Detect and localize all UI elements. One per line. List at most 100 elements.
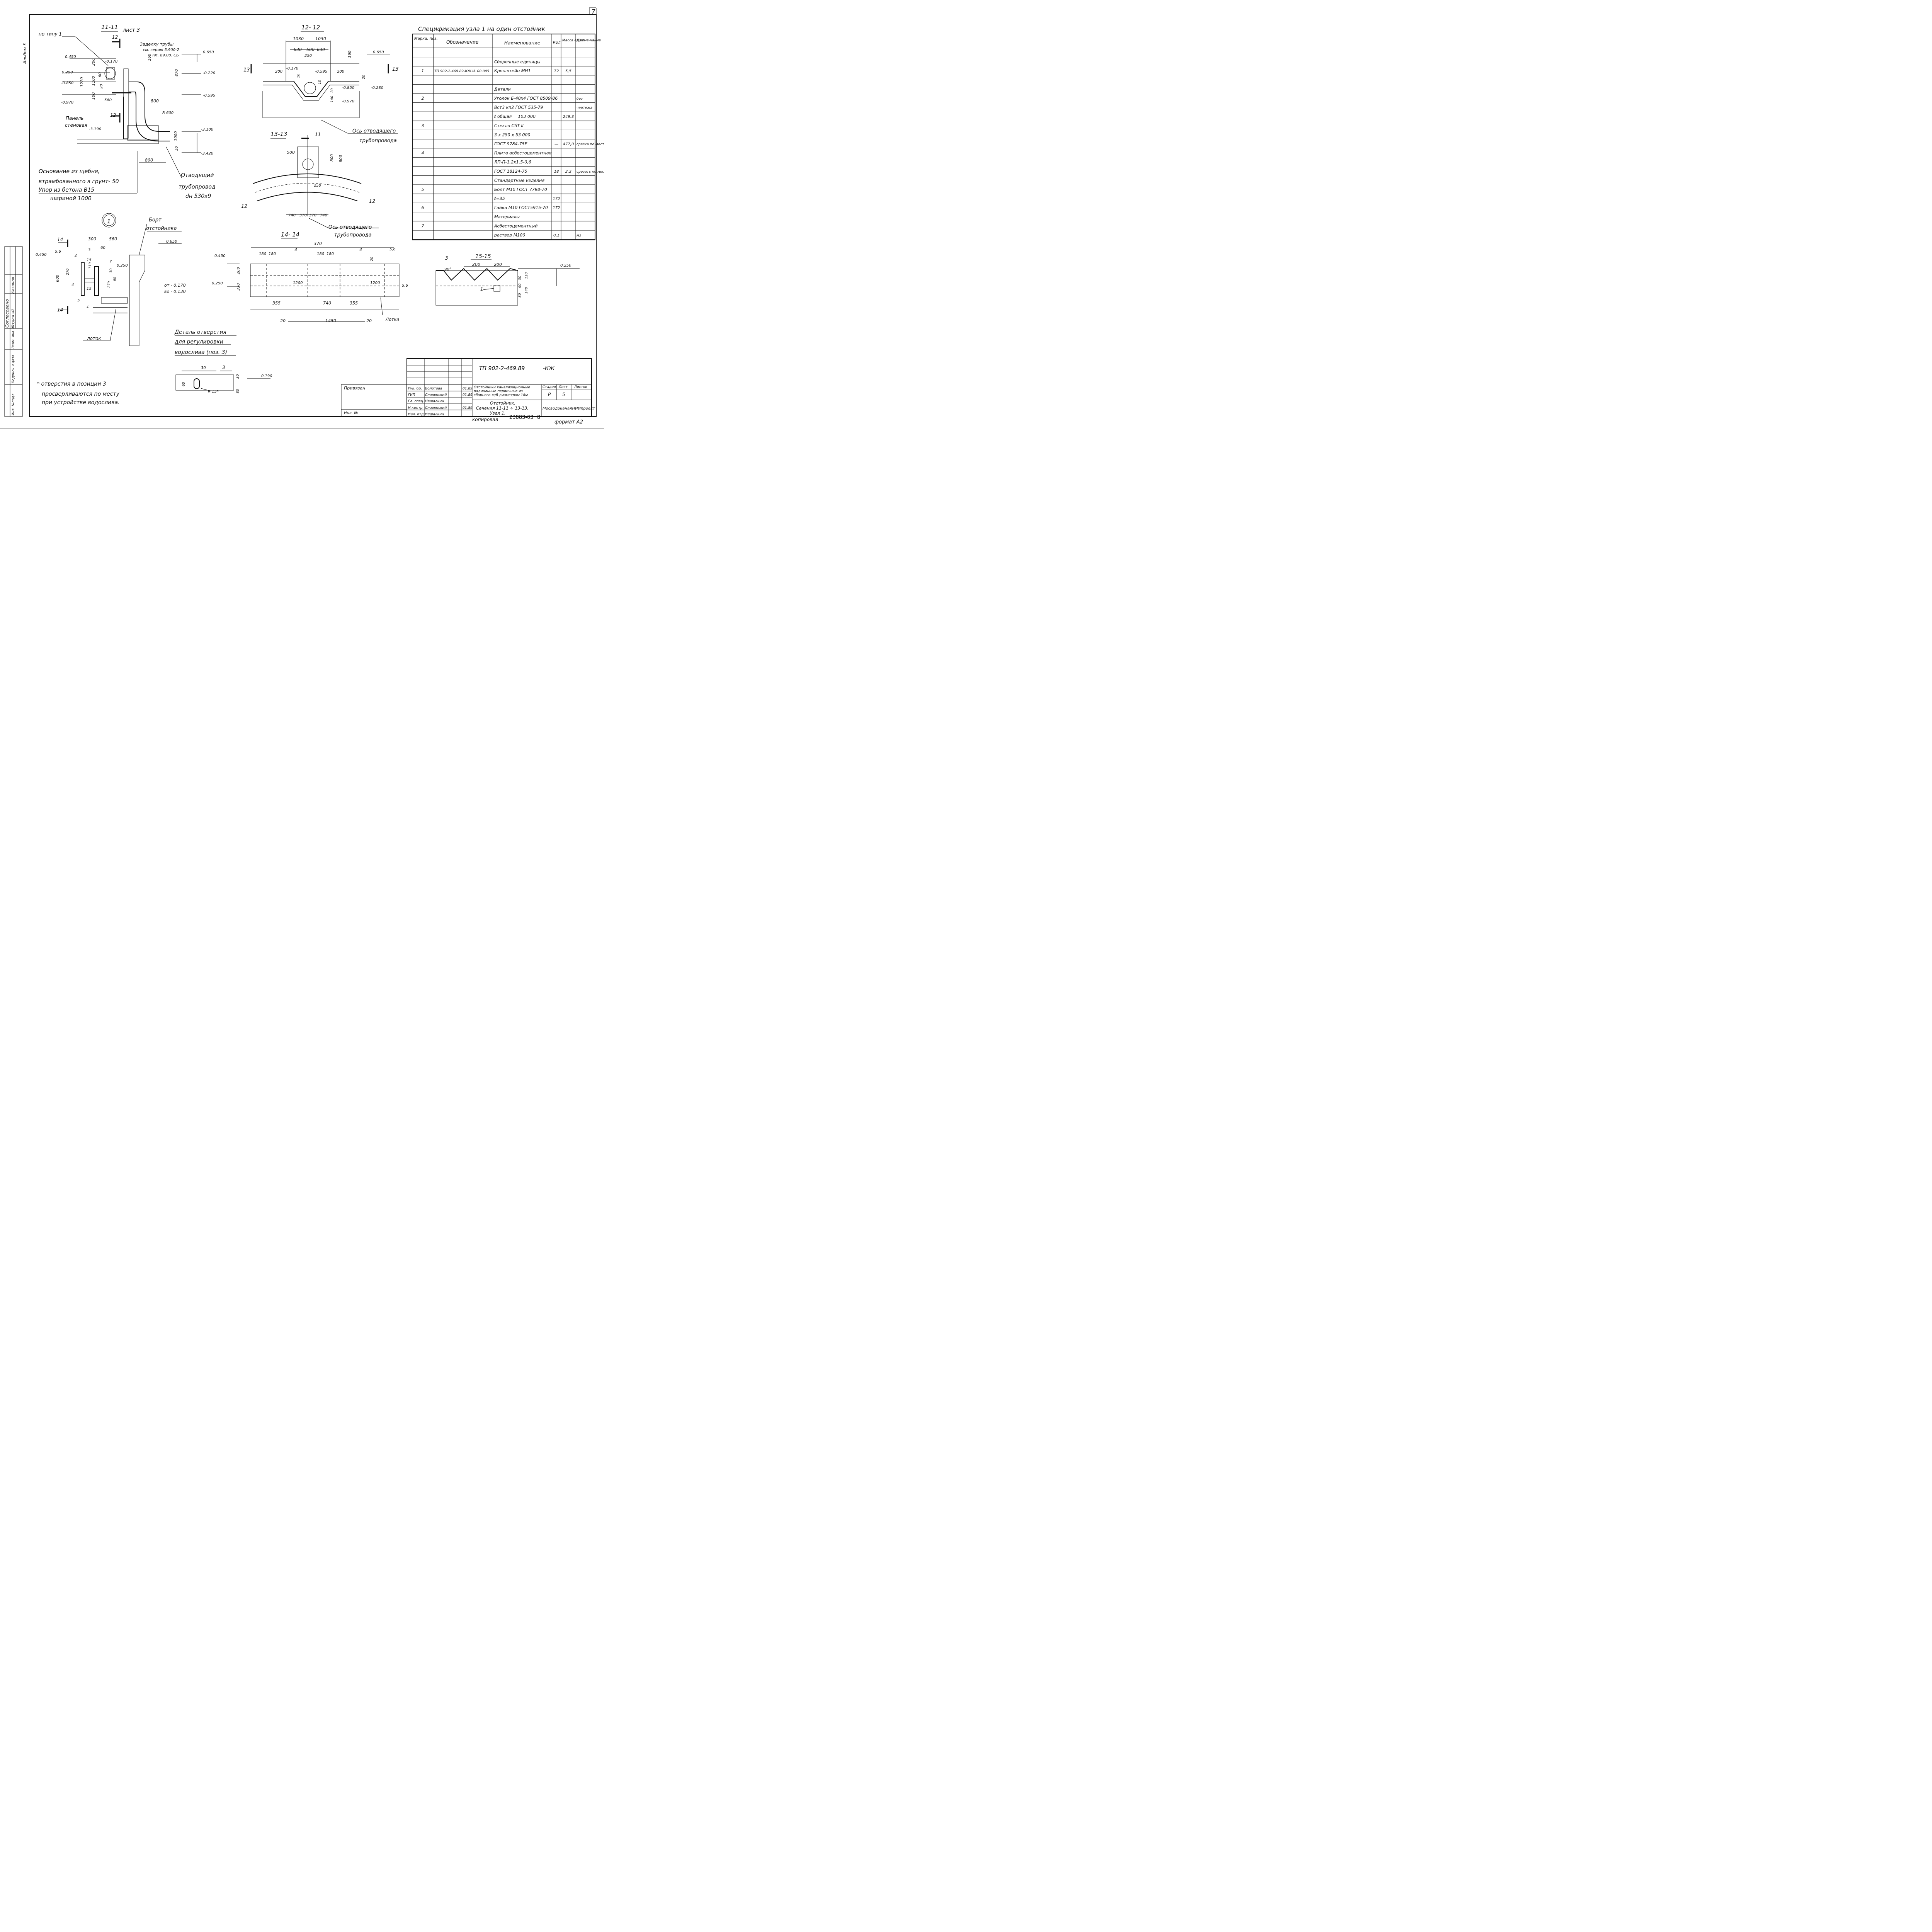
- level-12-m0170: -0.170: [286, 66, 298, 71]
- role-date: 01.89: [463, 406, 473, 410]
- dim-14-180d: 180: [327, 252, 334, 256]
- section-14-title: 14- 14: [281, 231, 299, 238]
- panel-note-1: Панель: [66, 116, 83, 121]
- level-m0595: -0.595: [203, 94, 215, 98]
- dim-250-13: 250: [314, 184, 321, 188]
- spec-cell: Вст3 кп2 ГОСТ 535-79: [494, 105, 543, 110]
- spec-cell: Плита асбестоцементная: [494, 151, 551, 156]
- hole-dim-30b: 30: [236, 374, 240, 379]
- spec-header-qty: Кол.: [553, 41, 562, 45]
- footnote-3: при устройстве водослива.: [42, 400, 120, 406]
- hole-dim-30a: 30: [201, 366, 206, 370]
- role-label: Гл. спец.: [408, 400, 424, 403]
- pos-14-4b: 4: [359, 247, 362, 252]
- approval-stamp: [4, 246, 23, 417]
- spec-cell: Стандартные изделия: [494, 178, 544, 183]
- spec-header-pos: Марка, поз.: [414, 37, 438, 41]
- hole-pos-3: 3: [222, 365, 225, 370]
- dim-15-200b: 200: [494, 262, 502, 267]
- cut-mark-12-left: 12: [241, 204, 248, 209]
- bind-label: Привязан: [344, 386, 365, 391]
- spec-cell: без: [577, 97, 583, 101]
- node-1: [58, 213, 182, 346]
- dim-15-110: 110: [525, 272, 529, 279]
- drawing-sheet: 7 Альбом 3 Согласовано Отдел н2 Казанов …: [0, 0, 609, 434]
- stage-label: Стадия: [543, 385, 556, 389]
- dim-60: 60: [98, 72, 102, 77]
- project-name-1: Отстойники канализационные: [474, 386, 530, 389]
- spec-cell: м3: [577, 234, 582, 238]
- role-person: Нешалкин: [425, 412, 444, 416]
- dim-160: 160: [148, 54, 152, 61]
- dim-100-b: 100: [330, 96, 334, 102]
- dim-14-180c: 180: [317, 252, 324, 256]
- spec-cell: ГОСТ 9784-75Е: [494, 141, 527, 146]
- role-label: Н.контр.: [408, 406, 423, 410]
- level-m0850: -0.850: [61, 81, 73, 85]
- level-m3420: -3.420: [201, 151, 213, 156]
- spec-cell: 3 х 250 х 53 000: [494, 132, 531, 137]
- node-dim-270a: 270: [66, 269, 70, 275]
- role-label: ГИП: [408, 393, 415, 397]
- node-1-label: 1: [107, 218, 111, 225]
- wall-note-2: отстойника: [146, 226, 177, 231]
- dim-1030-right: 1030: [315, 36, 326, 41]
- spec-cell: 3: [422, 123, 424, 128]
- dim-15-140: 140: [525, 287, 529, 294]
- sheet-label: Лист: [558, 385, 568, 389]
- level-12-0650: 0.650: [373, 50, 384, 54]
- axis-note-12-1: Ось отводящего: [352, 128, 396, 134]
- hole-dim-80: 80: [236, 389, 240, 393]
- node-level-ot: от - 0.170: [164, 283, 186, 288]
- section-12-12: [250, 31, 398, 134]
- hole-detail-title-3: водослива (поз. 3): [175, 349, 227, 355]
- drawing-mark: -КЖ: [543, 366, 555, 372]
- spec-cell: —: [554, 115, 558, 119]
- spec-table-title: Спецификация узла 1 на один отстойник: [418, 26, 545, 32]
- node-pos-15b: 15: [87, 287, 92, 291]
- sheet-value: 5: [562, 392, 565, 397]
- base-note-2: втрамбованного в грунт- 50: [39, 179, 119, 185]
- dim-20: 20: [99, 84, 104, 89]
- node-dim-110: 110: [88, 262, 92, 269]
- level-m0170: -0.170: [105, 60, 117, 64]
- node-level-vo: во - 0.130: [164, 289, 186, 294]
- cut-mark-11: 11: [315, 132, 321, 137]
- level-m3190: -3.190: [89, 127, 101, 131]
- axis-note-13-1: Ось отводящего: [328, 224, 372, 230]
- spec-cell: ℓ общая = 103 000: [494, 114, 536, 119]
- cut-mark-13-right: 13: [392, 66, 399, 72]
- title-block: [341, 358, 592, 417]
- dim-500-13: 500: [287, 150, 295, 155]
- cut-mark-12-top: 12: [112, 34, 118, 40]
- dim-1000: 1000: [174, 131, 178, 141]
- organization: МосводоканалНИИпроект: [543, 406, 595, 411]
- section-13-13: [253, 135, 379, 228]
- sign-date-label: Подпись и дата: [12, 354, 15, 383]
- level-0450: 0.450: [65, 55, 76, 59]
- dim-370-left: 370: [299, 213, 307, 218]
- pipe-note-1: Заделку трубы: [140, 42, 174, 47]
- panel-note-2: стеновая: [65, 122, 87, 128]
- dim-630-left: 630: [294, 47, 302, 52]
- dim-10-right: 10: [318, 80, 322, 84]
- hole-detail-title-1: Деталь отверстия: [174, 329, 226, 335]
- role-person: Нешалкин: [425, 400, 444, 403]
- dim-14-1200a: 1200: [293, 281, 303, 285]
- replace-inv-label: Взам. инв. №: [12, 325, 15, 349]
- dim-800-13a: 800: [330, 154, 334, 162]
- spec-cell: Болт М10 ГОСТ 7798-70: [494, 187, 547, 192]
- agreed-label: Согласовано: [5, 299, 10, 328]
- level-12-m0595: -0.595: [315, 70, 327, 74]
- node-dim-60: 60: [100, 246, 105, 250]
- section-12-title: 12- 12: [301, 24, 320, 31]
- dim-14-180a: 180: [259, 252, 266, 256]
- section-11-sheet-ref: лист 3: [122, 27, 140, 33]
- dim-630-right: 630: [317, 47, 325, 52]
- dim-20-b: 20: [362, 75, 366, 79]
- sheets-label: Листов: [574, 385, 587, 389]
- sheet-name-1: Отстойник.: [490, 401, 515, 406]
- axis-note-12-2: трубопровода: [359, 138, 397, 144]
